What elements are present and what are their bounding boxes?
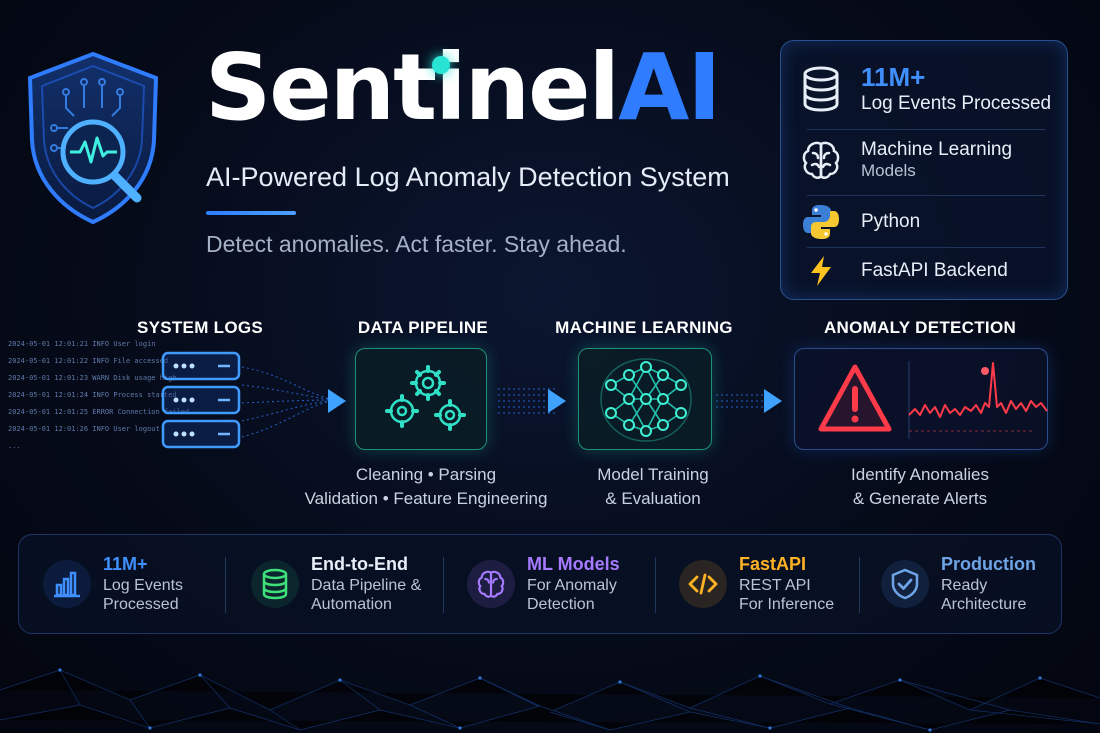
- feature-line2: Processed: [103, 595, 179, 613]
- brain-icon: [802, 141, 840, 179]
- feature-line1: For Anomaly: [527, 576, 617, 594]
- tagline: Detect anomalies. Act faster. Stay ahead…: [206, 231, 627, 257]
- gears-icon: [385, 365, 466, 431]
- feature-line2: For Inference: [739, 595, 835, 613]
- machine-learning-box: [578, 348, 712, 450]
- feature-line1: Data Pipeline &: [311, 576, 422, 594]
- stats-card: 11M+ Log Events Processed Machine Learni…: [780, 40, 1068, 300]
- log-line: 2024-05-01 12:01:26 INFO User logout: [8, 425, 160, 433]
- feature-line1: REST API: [739, 576, 811, 594]
- stat-row-log-events: 11M+ Log Events Processed: [781, 62, 1067, 115]
- database-icon: [803, 66, 839, 112]
- log-line: 2024-05-01 12:01:22 INFO File accessed: [8, 357, 169, 365]
- data-pipeline-desc-line1: Cleaning • Parsing: [355, 465, 497, 484]
- stat-fastapi-label: FastAPI Backend: [861, 260, 1008, 282]
- stage-label-machine-learning: MACHINE LEARNING: [555, 318, 733, 337]
- stage-label-system-logs: SYSTEM LOGS: [136, 318, 264, 337]
- log-line: 2024-05-01 12:01:21 INFO User login: [8, 340, 156, 348]
- log-line: 2024-05-01 12:01:24 INFO Process started: [8, 391, 177, 399]
- anomaly-visual: [818, 361, 1048, 439]
- log-line: ...: [8, 442, 21, 450]
- feature-separator: [655, 557, 656, 613]
- feature-separator: [859, 557, 860, 613]
- feature-title: Production: [941, 554, 1036, 575]
- lightning-icon: [811, 256, 831, 286]
- shield-check-icon: [891, 568, 919, 600]
- title-part-ai: AI: [618, 34, 721, 141]
- stat-divider: [807, 247, 1045, 248]
- network-background-decoration: [0, 668, 1100, 732]
- feature-line2: Detection: [527, 595, 595, 613]
- anomaly-description: Identify Anomalies & Generate Alerts: [800, 463, 1040, 511]
- code-icon: [688, 573, 718, 595]
- stat-divider: [807, 129, 1045, 130]
- stat-row-ml-models: Machine Learning Models: [781, 139, 1067, 181]
- feature-fastapi: FastAPI REST API For Inference: [679, 535, 834, 633]
- feature-title: FastAPI: [739, 554, 807, 575]
- feature-separator: [225, 557, 226, 613]
- anomaly-desc-line2: & Generate Alerts: [852, 488, 988, 508]
- brain-icon: [477, 570, 505, 598]
- feature-line1: Ready: [941, 576, 988, 594]
- feature-line2: Automation: [311, 595, 392, 613]
- page-subtitle: AI-Powered Log Anomaly Detection System: [206, 162, 730, 192]
- log-line: 2024-05-01 12:01:23 WARN Disk usage high: [8, 374, 177, 382]
- data-pipeline-description: Cleaning • Parsing Validation • Feature …: [290, 463, 562, 511]
- data-pipeline-box: [355, 348, 487, 450]
- bar-chart-icon: [54, 571, 80, 598]
- shield-logo-icon: [27, 51, 159, 225]
- stat-row-python: Python: [781, 203, 1067, 241]
- feature-line2: Architecture: [941, 595, 1027, 613]
- log-line: 2024-05-01 12:01:25 ERROR Connection fai…: [8, 408, 190, 416]
- stat-ml-label: Machine Learning: [861, 139, 1013, 161]
- stat-divider: [807, 195, 1045, 196]
- feature-title: End-to-End: [311, 554, 408, 575]
- title-dot-accent: [432, 56, 450, 74]
- feature-strip: 11M+ Log Events Processed End-to-End Dat…: [18, 534, 1062, 634]
- feature-ml-models: ML Models For Anomaly Detection: [467, 535, 620, 633]
- server-stack-icon: [161, 351, 241, 449]
- stat-log-events-value: 11M+: [861, 62, 926, 92]
- feature-production: Production Ready Architecture: [881, 535, 1036, 633]
- accent-divider: [206, 211, 296, 215]
- ml-desc-line2: & Evaluation: [605, 488, 701, 508]
- ml-desc-line1: Model Training: [597, 465, 709, 484]
- stat-log-events-label: Log Events Processed: [861, 92, 1052, 114]
- log-stream: 2024-05-01 12:01:21 INFO User login 2024…: [8, 340, 190, 450]
- warning-icon: [818, 364, 892, 432]
- page-title: SentinelAI: [205, 42, 722, 134]
- feature-title: 11M+: [103, 554, 148, 575]
- stat-python-label: Python: [861, 211, 921, 233]
- database-icon: [262, 568, 288, 600]
- feature-line1: Log Events: [103, 576, 184, 594]
- stat-ml-sublabel: Models: [861, 161, 916, 181]
- title-part-sentinel: Sentinel: [205, 34, 620, 141]
- ml-description: Model Training & Evaluation: [560, 463, 746, 511]
- data-pipeline-desc-line2: Validation • Feature Engineering: [304, 488, 548, 508]
- neural-network-icon: [600, 358, 692, 442]
- anomaly-detection-box: [794, 348, 1048, 450]
- stage-label-anomaly-detection: ANOMALY DETECTION: [823, 318, 1017, 337]
- anomaly-desc-line1: Identify Anomalies: [851, 465, 989, 484]
- data-flow-streams: [241, 366, 782, 438]
- python-icon: [803, 205, 839, 239]
- feature-separator: [443, 557, 444, 613]
- stat-row-fastapi: FastAPI Backend: [781, 255, 1067, 287]
- stage-label-data-pipeline: DATA PIPELINE: [357, 318, 489, 337]
- feature-log-events: 11M+ Log Events Processed: [43, 535, 183, 633]
- feature-title: ML Models: [527, 554, 620, 575]
- feature-end-to-end: End-to-End Data Pipeline & Automation: [251, 535, 421, 633]
